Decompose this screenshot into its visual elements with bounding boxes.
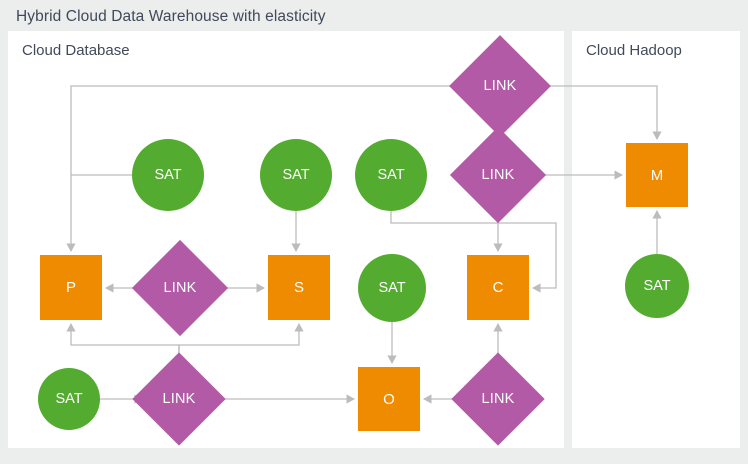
node-label: M: [650, 166, 664, 184]
node-label: SAT: [377, 167, 405, 183]
node-link-ps[interactable]: LINK: [131, 239, 229, 337]
panel-title-cloud-hadoop: Cloud Hadoop: [586, 42, 682, 59]
node-link-bot-r[interactable]: LINK: [451, 352, 545, 446]
node-sat-5[interactable]: SAT: [38, 368, 100, 430]
panel-cloud-hadoop: Cloud Hadoop: [572, 31, 740, 448]
node-label: P: [65, 279, 76, 296]
panel-title-cloud-database: Cloud Database: [22, 42, 130, 59]
node-label: LINK: [162, 391, 196, 407]
node-hub-p[interactable]: P: [40, 255, 102, 320]
node-sat-3[interactable]: SAT: [355, 139, 427, 211]
node-sat-4[interactable]: SAT: [358, 254, 426, 322]
node-label: LINK: [481, 391, 515, 407]
node-label: O: [383, 390, 395, 408]
node-label: SAT: [378, 280, 406, 296]
node-link-bot-l[interactable]: LINK: [132, 352, 226, 446]
node-sat-2[interactable]: SAT: [260, 139, 332, 211]
node-link-top[interactable]: LINK: [449, 35, 551, 137]
node-hub-s[interactable]: S: [268, 255, 330, 320]
node-label: SAT: [55, 391, 83, 407]
node-label: SAT: [282, 167, 310, 183]
node-hub-o[interactable]: O: [358, 367, 420, 431]
node-label: SAT: [154, 167, 182, 183]
node-hub-m[interactable]: M: [626, 143, 688, 207]
node-label: LINK: [481, 167, 515, 183]
node-label: C: [492, 279, 504, 296]
node-label: LINK: [483, 78, 517, 94]
node-link-m[interactable]: LINK: [449, 126, 547, 224]
node-label: SAT: [643, 278, 671, 294]
node-sat-1[interactable]: SAT: [132, 139, 204, 211]
page-title: Hybrid Cloud Data Warehouse with elastic…: [16, 8, 326, 25]
node-sat-m[interactable]: SAT: [625, 254, 689, 318]
node-hub-c[interactable]: C: [467, 255, 529, 320]
node-label: S: [293, 279, 304, 296]
node-label: LINK: [163, 280, 197, 296]
